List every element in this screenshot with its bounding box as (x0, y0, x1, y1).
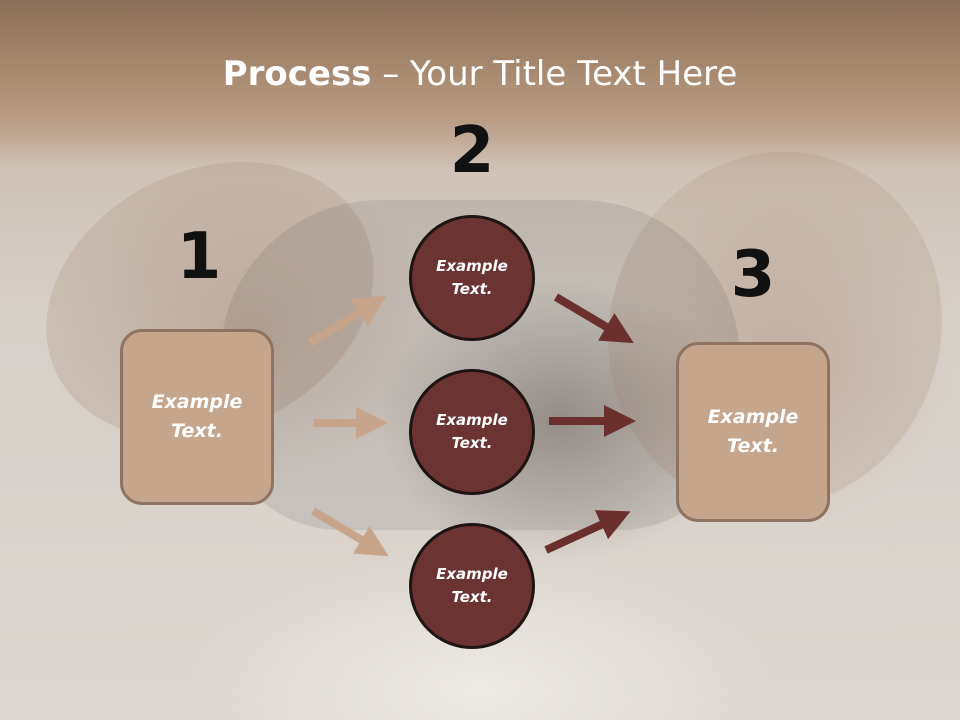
step-2-circle-top: Example Text. (409, 215, 535, 341)
step-2-circle-top-text: Example Text. (436, 257, 508, 298)
step-2-circle-bottom: Example Text. (409, 523, 535, 649)
arrow-bottom-to-3 (544, 510, 631, 554)
step-number-3: 3 (730, 238, 776, 312)
arrow-top-to-3 (553, 293, 634, 344)
title-rest: – Your Title Text Here (371, 54, 738, 94)
step-2-circle-bottom-text: Example Text. (436, 565, 508, 606)
arrow-1-to-top (307, 295, 387, 347)
step-1-box: Example Text. (120, 329, 274, 505)
step-1-text: Example Text. (151, 391, 243, 442)
step-3-text: Example Text. (707, 406, 799, 457)
step-2-circle-middle: Example Text. (409, 369, 535, 495)
step-3-box: Example Text. (676, 342, 830, 522)
step-number-2: 2 (449, 114, 495, 188)
arrow-1-to-bottom (310, 507, 389, 557)
step-number-1: 1 (176, 220, 222, 294)
title-bold: Process (222, 54, 372, 94)
step-2-circle-middle-text: Example Text. (436, 411, 508, 452)
slide-title: Process – Your Title Text Here (0, 52, 960, 96)
